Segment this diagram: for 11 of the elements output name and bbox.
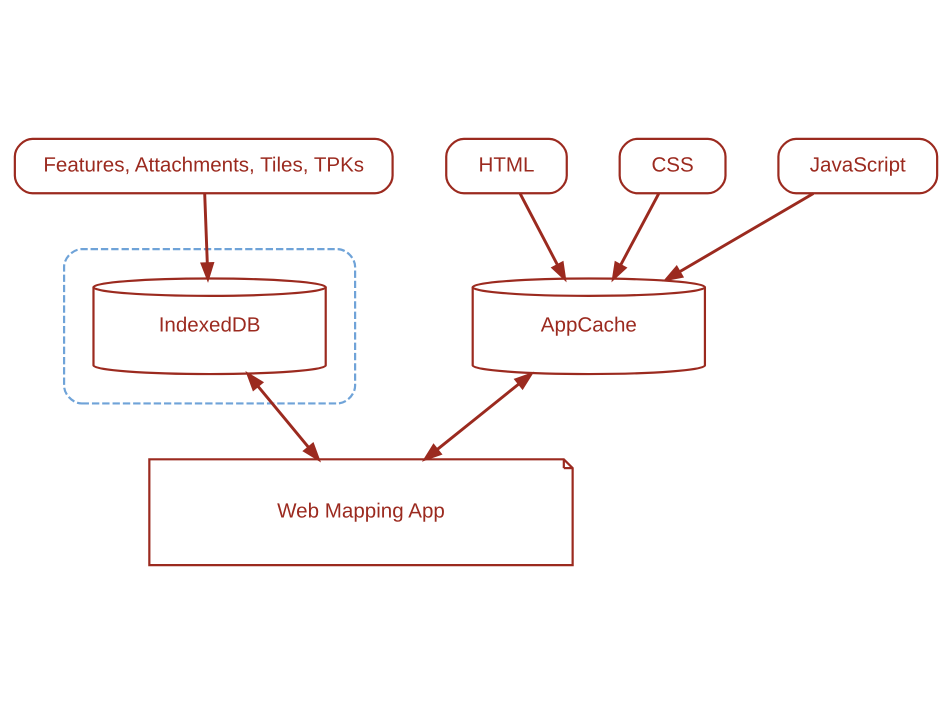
node-box: CSS xyxy=(618,138,727,194)
arrow xyxy=(200,193,214,283)
arrow xyxy=(662,192,814,282)
arrow xyxy=(611,192,660,282)
cluster xyxy=(62,248,356,405)
node-box: JavaScript xyxy=(777,138,938,194)
node-box: HTML xyxy=(445,138,568,194)
arrow xyxy=(245,370,322,462)
node-box: Features, Attachments, Tiles, TPKs xyxy=(14,138,394,194)
arrow xyxy=(518,192,567,282)
arrow xyxy=(422,372,534,462)
